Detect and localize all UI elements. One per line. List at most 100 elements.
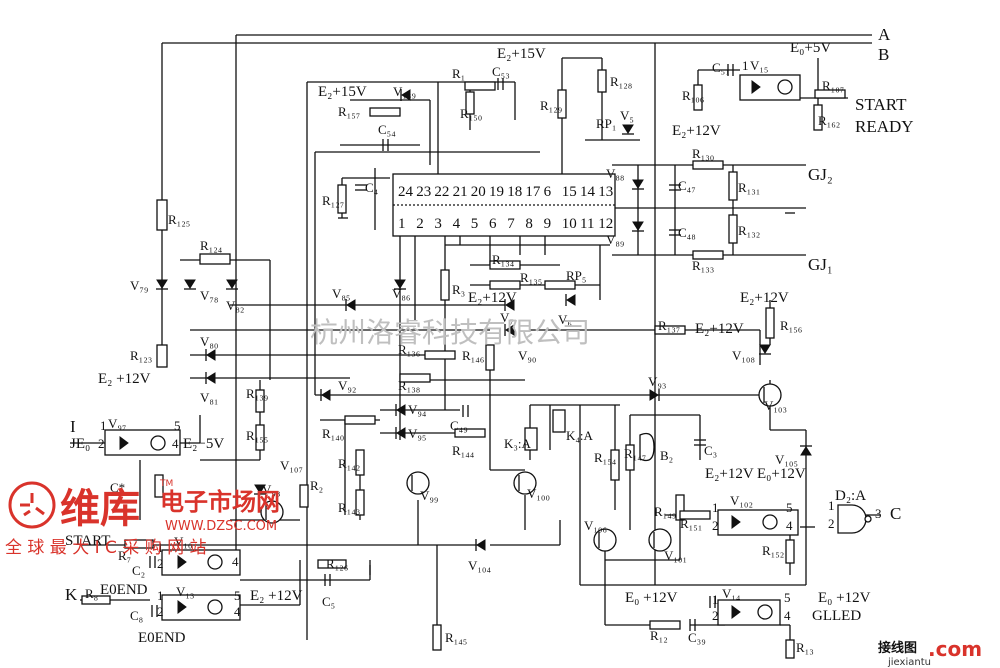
pin-v97-2: 2 xyxy=(98,436,105,451)
pin-v13-1: 1 xyxy=(157,588,164,603)
watermark-logo-title: 维库 xyxy=(60,486,140,532)
pin-d2-1: 1 xyxy=(828,498,835,513)
label-r3: R₃ xyxy=(452,282,465,297)
component-labels: R₁ R₁₅₀ C₅₃ R₁₂₉ R₁₂₈ RP₁ V₅ R₁₅₇ V₁₈₉ C… xyxy=(85,58,866,655)
label-r145: R₁₄₅ xyxy=(445,630,467,645)
optocouplers xyxy=(104,74,801,626)
watermark-center: 杭州洛睿科技有限公司 xyxy=(310,316,590,349)
label-v82: V₈₂ xyxy=(226,298,244,313)
start-ready-ready: READY xyxy=(855,117,914,136)
chip-pin-top-20: 20 xyxy=(471,184,486,200)
label-r140: R₁₄₀ xyxy=(322,426,344,441)
label-v101: V₁₀₁ xyxy=(664,548,687,563)
label-v94: V₉₄ xyxy=(408,402,427,417)
label-r132: R₁₃₂ xyxy=(738,223,760,238)
label-b2: B₂ xyxy=(660,448,673,463)
label-v92: V₉₂ xyxy=(338,378,356,393)
chip-pin-bottom-1: 1 xyxy=(398,216,406,232)
label-rp5: RP₅ xyxy=(566,268,586,283)
start-ready-start: START xyxy=(855,95,907,114)
input-k: K xyxy=(65,585,78,604)
label-r130: R₁₃₀ xyxy=(692,146,714,161)
pin-v102-1: 1 xyxy=(712,500,719,515)
pin-v13-4: 4 xyxy=(234,604,241,619)
output-c: C xyxy=(890,504,901,523)
supply-e2-12v-r156: E₂+12V xyxy=(740,290,789,306)
label-rp1: RP₁ xyxy=(596,116,616,131)
chip-pin-top-24: 24 xyxy=(398,184,414,200)
chip-pin-bottom-10: 10 xyxy=(562,216,577,232)
label-c4: C₄ xyxy=(365,180,379,195)
chip-pin-bottom-6: 6 xyxy=(489,216,497,232)
label-v104: V₁₀₄ xyxy=(468,558,491,573)
pin-v14-2: 2 xyxy=(712,608,719,623)
output-b: B xyxy=(878,45,889,64)
pin-d2-2: 2 xyxy=(828,516,835,531)
watermark-logo-tm: TM xyxy=(159,479,173,489)
pin-v102-2: 2 xyxy=(712,518,719,533)
supply-e2-12v-center: E₂+12V xyxy=(468,290,517,306)
label-r133: R₁₃₃ xyxy=(692,258,714,273)
label-r142: R₁₄₂ xyxy=(338,456,360,471)
label-v90: V₉₀ xyxy=(518,348,536,363)
supply-e2-15v-left: E₂+15V xyxy=(318,84,367,100)
labels: A B START READY GJ₂ GJ₁ C GLLED I JE₀ ST… xyxy=(65,25,914,646)
chip-pin-top-13: 13 xyxy=(598,184,613,200)
label-r146: R₁₄₆ xyxy=(462,348,484,363)
label-v89: V₈₉ xyxy=(606,232,624,247)
label-c8: C₈ xyxy=(130,608,143,623)
pin-v10-4: 4 xyxy=(232,554,239,569)
label-c53: C₅₃ xyxy=(492,64,510,79)
pin-v14-4: 4 xyxy=(784,608,791,623)
pin-d2-3: 3 xyxy=(875,506,882,521)
chip-pin-top-17: 17 xyxy=(525,184,541,200)
supply-e2-12v-v102: E₂+12V xyxy=(705,466,754,482)
label-r128: R₁₂₈ xyxy=(610,74,632,89)
label-v95: V₉₅ xyxy=(408,426,426,441)
label-v100: V₁₀₀ xyxy=(527,486,550,501)
pin-v14-1: 1 xyxy=(712,592,719,607)
label-r156: R₁₅₆ xyxy=(780,318,802,333)
label-v85: V₈₅ xyxy=(332,286,350,301)
chip-pin-bottom-2: 2 xyxy=(416,216,424,232)
supply-e2-m5v: E₂−5V xyxy=(183,436,224,452)
output-gj1: GJ₁ xyxy=(808,255,833,274)
watermark-corner-cn: 接线图 xyxy=(878,640,917,656)
pin-v10-1: 1 xyxy=(157,540,164,555)
label-c51: C₅₁ xyxy=(712,60,730,75)
chip-pin-top-18: 18 xyxy=(507,184,522,200)
label-r12: R₁₂ xyxy=(650,628,668,643)
chip-pin-top-14: 14 xyxy=(580,184,596,200)
chip-pin-bottom-11: 11 xyxy=(580,216,594,232)
relays-gate xyxy=(524,409,872,534)
supply-e2-12v-v13: E₂ +12V xyxy=(250,588,303,604)
label-r150: R₁₅₀ xyxy=(460,106,482,121)
label-r1: R₁ xyxy=(452,66,465,81)
label-v80: V₈₀ xyxy=(200,334,218,349)
chip-pin-bottom-4: 4 xyxy=(453,216,461,232)
watermark-logo-sub: 电子市场网 xyxy=(160,488,280,516)
label-r143: R₁₄₃ xyxy=(338,500,360,515)
pin-v14-5: 5 xyxy=(784,590,791,605)
dzsc-logo-icon xyxy=(8,481,56,529)
label-v97: V₉₇ xyxy=(108,416,126,431)
resistors xyxy=(81,69,846,659)
watermark-corner-dot: .com xyxy=(928,637,982,661)
supply-e0-5v-top: E₀+5V xyxy=(790,40,831,56)
label-c49: C₄₉ xyxy=(450,418,468,433)
chip-pin-top-22: 22 xyxy=(434,184,449,200)
label-r123: R₁₂₃ xyxy=(130,348,152,363)
label-v81: V₈₁ xyxy=(200,390,218,405)
watermark-company: 杭州洛睿科技有限公司 xyxy=(310,316,590,349)
label-v7: V₇ xyxy=(500,310,514,325)
label-r149: R₁₄₉ xyxy=(654,504,676,519)
label-r8: R₈ xyxy=(85,586,98,601)
label-r136: R₁₃₆ xyxy=(398,342,420,357)
label-r134: R₁₃₄ xyxy=(492,252,515,267)
chip-pin-bottom-12: 12 xyxy=(598,216,613,232)
label-k3a: K₃:A xyxy=(504,436,532,451)
